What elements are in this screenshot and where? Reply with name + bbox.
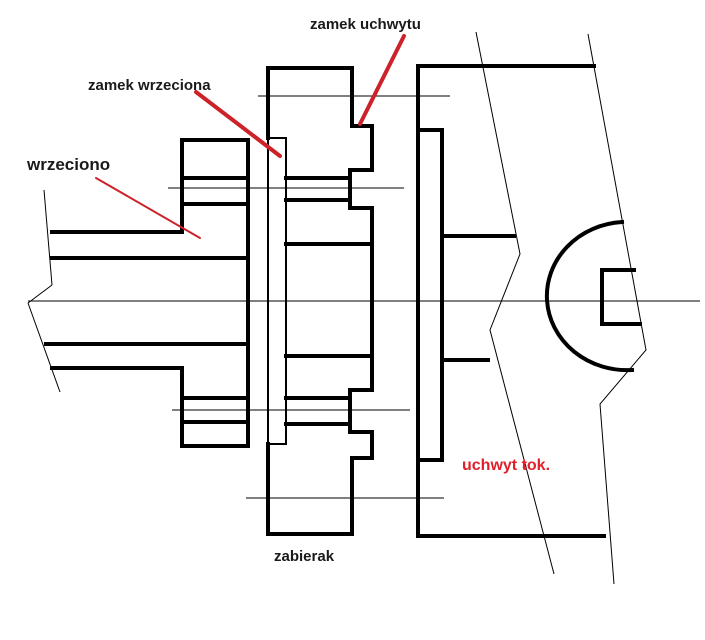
spindle-lock-ring <box>267 137 287 445</box>
lathe-chuck <box>416 31 647 585</box>
label-lathe-chuck: uchwyt tok. <box>462 457 550 474</box>
chuck-center-arc <box>544 219 635 373</box>
label-driver: zabierak <box>274 548 335 565</box>
driver-plate-outline <box>266 66 374 536</box>
leader-chuck-lock <box>358 34 406 126</box>
spindle-break-line-upper <box>43 189 53 286</box>
spindle-flange-outline <box>180 138 250 448</box>
label-spindle: wrzeciono <box>26 155 110 174</box>
driver-plate <box>266 66 374 536</box>
chuck-break-line-left <box>475 31 555 575</box>
chuck-break-line-right <box>587 33 647 585</box>
chuck-center-pocket <box>600 268 642 326</box>
leader-spindle <box>95 177 201 239</box>
label-chuck-lock: zamek uchwytu <box>310 16 421 33</box>
label-spindle-lock: zamek wrzeciona <box>88 77 211 94</box>
leader-spindle-lock <box>194 90 282 158</box>
spindle-part <box>27 138 250 448</box>
chuck-inner-step <box>416 128 444 462</box>
spindle-break-line-lower <box>27 302 61 393</box>
spindle-break-zigzag <box>27 284 53 304</box>
